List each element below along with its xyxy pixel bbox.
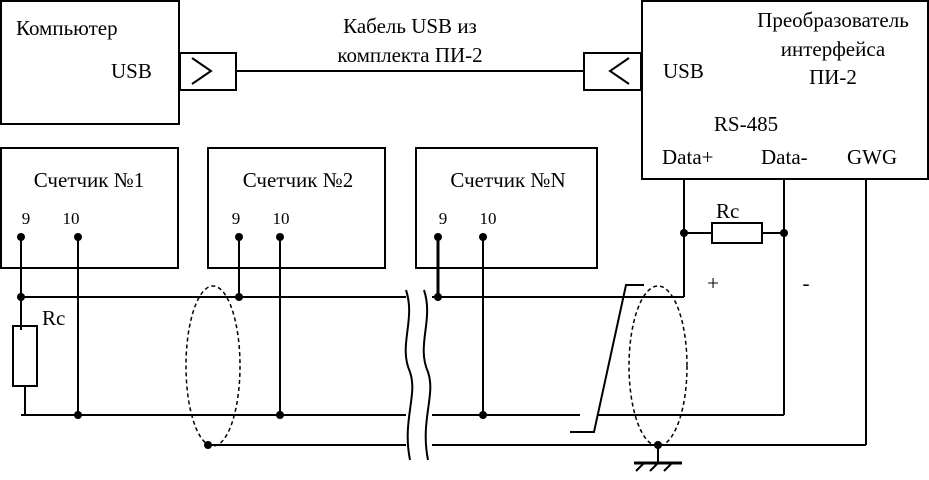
meter-2-pin10-terminal xyxy=(276,233,284,241)
junction-dot xyxy=(276,411,284,419)
meter-1-pin-b-label: 10 xyxy=(63,209,80,228)
usb-plug-left xyxy=(179,52,237,91)
meter-n-pin-a-label: 9 xyxy=(439,209,448,228)
usb-connector-left xyxy=(179,52,237,91)
junction-dots xyxy=(17,229,788,449)
meter-n: Счетчик №N 9 10 xyxy=(415,147,598,269)
polarity-minus: - xyxy=(803,271,810,295)
converter-title-line2: интерфейса xyxy=(781,37,886,61)
connector-chevron-right-icon xyxy=(608,57,630,85)
computer-block: Компьютер USB xyxy=(0,0,180,125)
resistor-left: Rc xyxy=(12,306,65,415)
cable-label-line1: Кабель USB из xyxy=(343,14,477,38)
junction-dot xyxy=(74,411,82,419)
converter-title-line1: Преобразователь xyxy=(757,8,909,32)
meter-2-pin-b-label: 10 xyxy=(273,209,290,228)
converter-rs485-label: RS-485 xyxy=(714,112,778,136)
converter-usb-label: USB xyxy=(663,59,704,83)
gwg-line xyxy=(208,179,867,446)
break-marks xyxy=(404,289,432,461)
connector-chevron-left-icon xyxy=(191,57,213,85)
cable-label-line2: комплекта ПИ-2 xyxy=(337,43,482,67)
junction-dot xyxy=(654,441,662,449)
pin-10-wires xyxy=(77,237,484,415)
twisted-pair-left xyxy=(185,285,241,447)
converter-gwg-label: GWG xyxy=(847,145,897,169)
meter-1-pin9-terminal xyxy=(17,233,25,241)
meter-2-name: Счетчик №2 xyxy=(243,168,354,192)
resistor-right-body xyxy=(711,222,763,244)
meter-2-pin-a-label: 9 xyxy=(232,209,241,228)
break-line-right xyxy=(422,289,432,461)
twisted-pair-right xyxy=(628,285,688,447)
resistor-right-label: Rc xyxy=(716,199,739,223)
computer-usb-label: USB xyxy=(111,59,152,83)
junction-dot xyxy=(780,229,788,237)
usb-connector-right xyxy=(583,52,642,91)
meter-2: Счетчик №2 9 10 xyxy=(207,147,386,269)
meter-2-pin9-terminal xyxy=(235,233,243,241)
resistor-left-label: Rc xyxy=(42,306,65,330)
junction-dot xyxy=(204,441,212,449)
junction-dot xyxy=(434,293,442,301)
bus-data-minus xyxy=(21,179,785,433)
polarity-plus: + xyxy=(707,271,719,295)
meter-n-pin9-terminal xyxy=(434,233,442,241)
ground-hatch-2 xyxy=(649,462,659,472)
meter-1-box xyxy=(0,147,179,269)
meter-n-name: Счетчик №N xyxy=(450,168,565,192)
converter-data-plus-label: Data+ xyxy=(662,145,714,169)
converter-block: Преобразователь интерфейса ПИ-2 USB RS-4… xyxy=(641,0,929,180)
computer-title: Компьютер xyxy=(16,16,118,40)
junction-dot xyxy=(479,411,487,419)
ground-hatch-3 xyxy=(663,462,673,472)
pin-9-wires xyxy=(20,237,440,330)
junction-dot xyxy=(680,229,688,237)
meter-1-pin10-terminal xyxy=(74,233,82,241)
break-line-left xyxy=(404,289,414,461)
junction-dot xyxy=(17,293,25,301)
meter-1: Счетчик №1 9 10 xyxy=(0,147,179,269)
meter-2-box xyxy=(207,147,386,269)
meter-n-box xyxy=(415,147,598,269)
converter-title-line3: ПИ-2 xyxy=(809,65,857,89)
data-minus-crossover xyxy=(570,284,644,433)
meter-1-name: Счетчик №1 xyxy=(34,168,145,192)
meter-1-pin-a-label: 9 xyxy=(22,209,31,228)
meter-n-pin10-terminal xyxy=(479,233,487,241)
resistor-right: Rc xyxy=(684,199,784,244)
junction-dot xyxy=(235,293,243,301)
ground-hatch-1 xyxy=(635,462,645,472)
bus-data-plus xyxy=(21,179,685,298)
meter-n-pin-b-label: 10 xyxy=(480,209,497,228)
resistor-left-body xyxy=(12,325,38,387)
converter-data-minus-label: Data- xyxy=(761,145,808,169)
